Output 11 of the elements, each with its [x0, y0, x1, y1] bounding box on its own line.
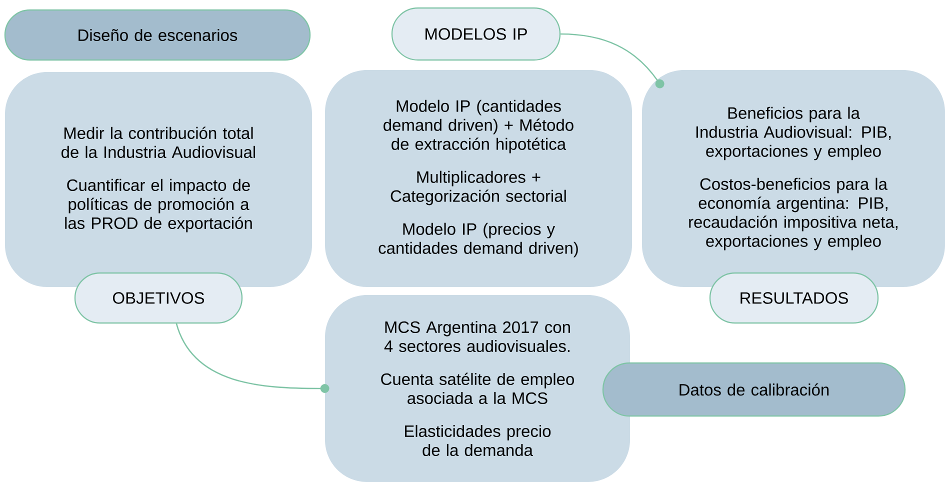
pill-label: MODELOS IP — [391, 7, 561, 61]
pill-label: OBJETIVOS — [74, 272, 243, 324]
text-card: Modelo IP (cantidades demand driven) + Método de extracción hipotética Multiplicadores + Categorización sectorial Modelo IP (precios y cantidades demand driven) — [325, 70, 632, 287]
connector — [176, 323, 330, 393]
text-card: Medir la contribución total de la Industria Audiovisual Cuantificar el impacto de políticas de promoción a las PROD de exportación — [5, 72, 312, 287]
text-card: Beneficios para la Industria Audiovisual: PIB, exportaciones y empleo Costos-beneficios para la economía argentina: PIB, recaudación impositiva neta, exportaciones y empleo — [642, 70, 945, 287]
connector — [560, 33, 664, 88]
pill-label: Datos de calibración — [602, 362, 906, 417]
pill-label: RESULTADOS — [709, 272, 879, 324]
pill-label: Diseño de escenarios — [4, 9, 311, 61]
text-card: MCS Argentina 2017 con 4 sectores audiovisuales. Cuenta satélite de empleo asociada a la MCS Elasticidades precio de la demanda — [325, 295, 630, 482]
